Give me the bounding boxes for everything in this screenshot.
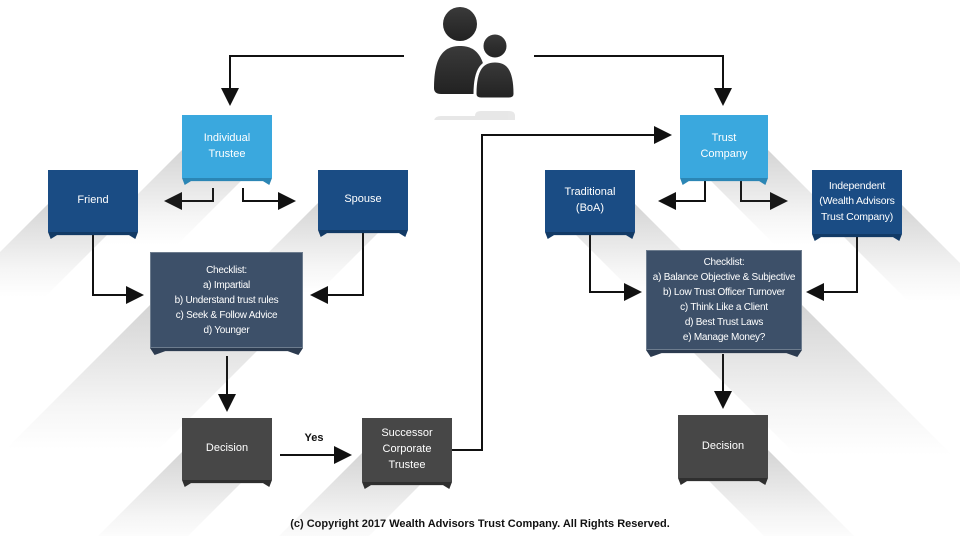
node-trust-company: Trust Company (680, 115, 863, 245)
node-decision-company: Decision (678, 415, 863, 536)
node-label: Decision (678, 415, 768, 478)
node-spouse: Spouse (228, 170, 408, 293)
node-traditional-boa: Traditional (BoA) (545, 170, 728, 298)
node-decision-individual: Decision (89, 418, 272, 536)
node-label: Decision (182, 418, 272, 480)
node-friend: Friend (0, 170, 138, 298)
node-checklist-company: Checklist: a) Balance Objective & Subjec… (646, 250, 952, 455)
node-successor-corporate-trustee: Successor Corporate Trustee (266, 418, 452, 536)
edge-label-yes: Yes (304, 432, 324, 444)
node-label: Trust Company (680, 115, 768, 178)
node-label: Independent (Wealth Advisors Trust Compa… (812, 170, 902, 234)
node-label: Successor Corporate Trustee (362, 418, 452, 482)
node-individual-trustee: Individual Trustee (87, 115, 272, 245)
node-label: Checklist: a) Balance Objective & Subjec… (646, 250, 802, 350)
node-independent-wealth-advisors: Independent (Wealth Advisors Trust Compa… (812, 170, 960, 302)
people-icon (412, 2, 528, 203)
node-label: Friend (48, 170, 138, 232)
node-label: Individual Trustee (182, 115, 272, 178)
node-label: Traditional (BoA) (545, 170, 635, 232)
node-label: Checklist: a) Impartial b) Understand tr… (150, 252, 303, 348)
copyright-text: (c) Copyright 2017 Wealth Advisors Trust… (290, 518, 670, 530)
node-checklist-individual: Checklist: a) Impartial b) Understand tr… (6, 252, 303, 449)
node-label: Spouse (318, 170, 408, 230)
